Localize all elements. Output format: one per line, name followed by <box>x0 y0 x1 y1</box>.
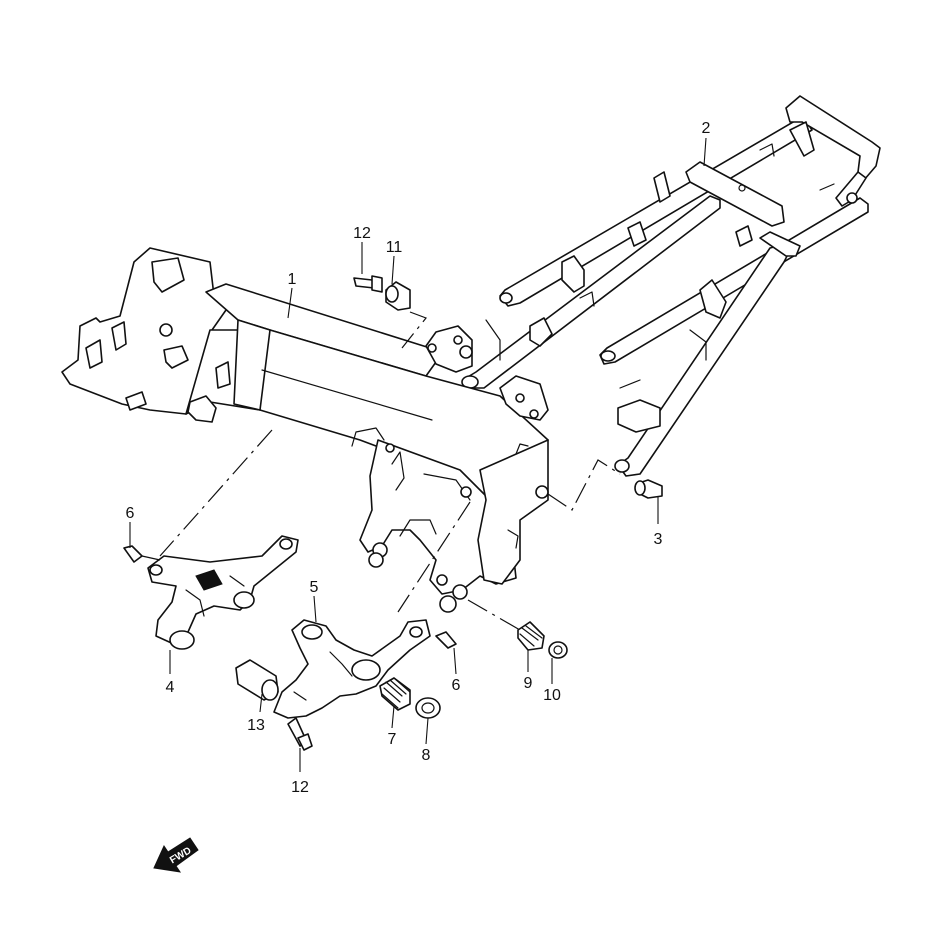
assembly-lines <box>141 311 621 631</box>
callout-13: 13 <box>247 717 265 734</box>
callout-12-lower: 12 <box>291 779 309 796</box>
callout-3: 3 <box>654 531 663 548</box>
fwd-arrow-icon: FWD <box>153 837 199 873</box>
callout-8: 8 <box>422 747 431 764</box>
spacer-13[interactable] <box>235 659 279 701</box>
collar-11[interactable] <box>385 281 411 311</box>
callout-2: 2 <box>702 120 711 137</box>
leader-lines <box>129 137 707 772</box>
callout-7: 7 <box>388 731 397 748</box>
footrest-bracket-right[interactable] <box>273 619 431 719</box>
bolt-6-left[interactable] <box>123 545 143 563</box>
bolt-6-right[interactable] <box>435 631 457 649</box>
callout-4: 4 <box>166 679 175 696</box>
main-frame[interactable] <box>61 247 549 613</box>
bolt-12-lower[interactable] <box>287 717 313 751</box>
spring-9[interactable] <box>517 621 545 651</box>
callout-6-right: 6 <box>452 677 461 694</box>
bolt-3[interactable] <box>634 479 663 499</box>
callout-1: 1 <box>288 271 297 288</box>
callout-6-left: 6 <box>126 505 135 522</box>
bolt-12-upper[interactable] <box>353 275 383 293</box>
footrest-bracket-left[interactable] <box>147 535 299 650</box>
nut-8[interactable] <box>415 697 441 719</box>
callout-labels: 1 2 3 4 5 6 6 7 8 9 10 11 12 12 13 <box>126 120 711 796</box>
callout-10: 10 <box>543 687 561 704</box>
callout-12-upper: 12 <box>353 225 371 242</box>
callout-5: 5 <box>310 579 319 596</box>
callout-9: 9 <box>524 675 533 692</box>
spring-7[interactable] <box>379 677 411 711</box>
callout-11: 11 <box>386 239 403 256</box>
rear-seat-rail[interactable] <box>461 95 881 477</box>
nut-10[interactable] <box>548 641 568 659</box>
